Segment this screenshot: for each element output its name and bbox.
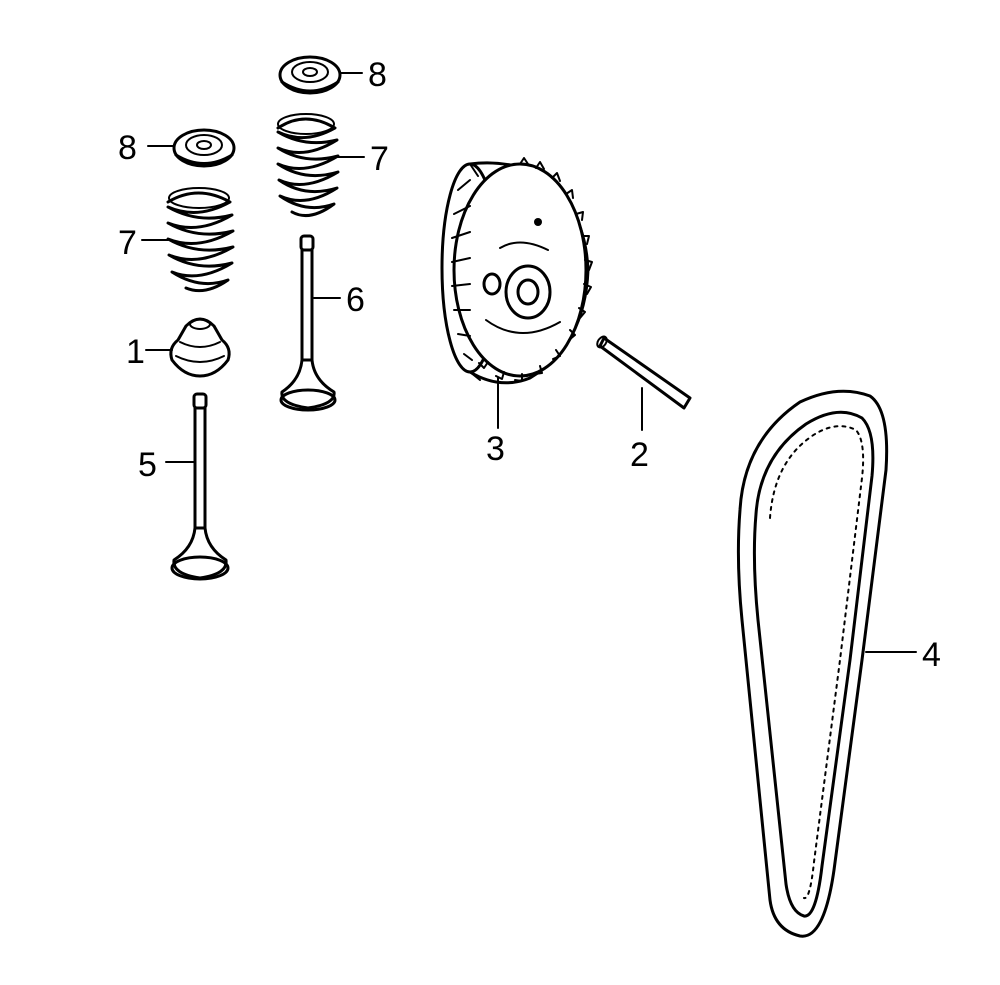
callout-1: 1	[126, 333, 145, 371]
callout-2: 2	[630, 436, 649, 474]
callout-6: 6	[346, 281, 365, 319]
callout-5: 5	[138, 446, 157, 484]
pulley-hole-icon	[534, 218, 542, 226]
valve-left	[170, 392, 230, 581]
valve-spring-right	[276, 113, 340, 218]
spring-retainer-top	[278, 55, 342, 95]
callout-7-left: 7	[118, 224, 137, 262]
callout-3: 3	[486, 430, 505, 468]
valve-spring-left	[166, 187, 235, 293]
spring-retainer-left	[172, 128, 236, 168]
callout-4: 4	[922, 636, 941, 674]
valve-right	[279, 234, 337, 412]
camshaft-pulley	[440, 157, 593, 385]
callout-8-left: 8	[118, 129, 137, 167]
callout-7-right: 7	[370, 140, 389, 178]
dowel-pin	[596, 335, 692, 410]
callout-8-top: 8	[368, 56, 387, 94]
valve-stem-seal	[169, 317, 231, 378]
timing-belt	[736, 389, 889, 938]
